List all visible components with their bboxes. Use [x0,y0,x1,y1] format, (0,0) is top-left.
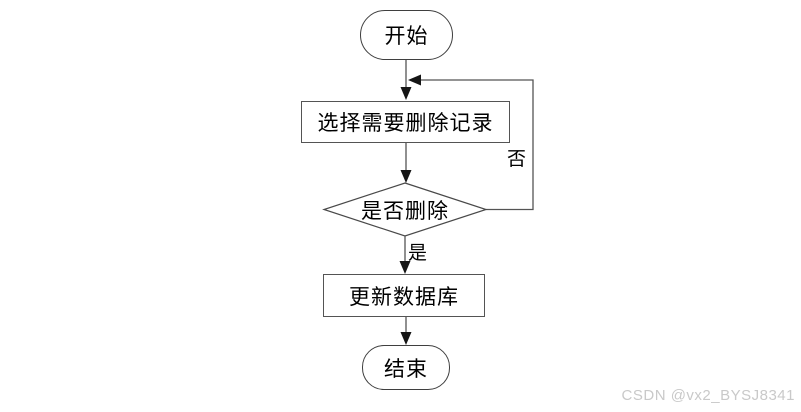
edge-start-to-select [400,60,412,100]
csdn-watermark: CSDN @vx2_BYSJ8341 [621,387,795,404]
node-select-records: 选择需要删除记录 [301,101,510,143]
node-select-records-label: 选择需要删除记录 [317,111,494,135]
edge-label-yes: 是 [408,242,428,264]
arrow-down-icon [400,170,412,183]
arrow-down-icon [400,87,412,100]
edge-label-no: 否 [507,148,527,170]
node-start: 开始 [360,10,453,60]
node-end: 结束 [362,345,450,390]
edge-select-to-decision [400,143,412,183]
node-update-database: 更新数据库 [323,274,485,317]
arrow-down-icon [399,261,411,274]
node-update-database-label: 更新数据库 [349,284,459,309]
arrow-left-icon [408,74,421,86]
node-start-label: 开始 [384,24,429,48]
node-decision-label: 是否删除 [361,198,449,223]
edge-update-to-end [400,317,412,345]
node-decision: 是否删除 [325,185,485,234]
edge-decision-yes [399,236,411,274]
node-end-label: 结束 [384,356,428,381]
edge-decision-no-loop [408,74,534,211]
arrow-down-icon [400,332,412,345]
